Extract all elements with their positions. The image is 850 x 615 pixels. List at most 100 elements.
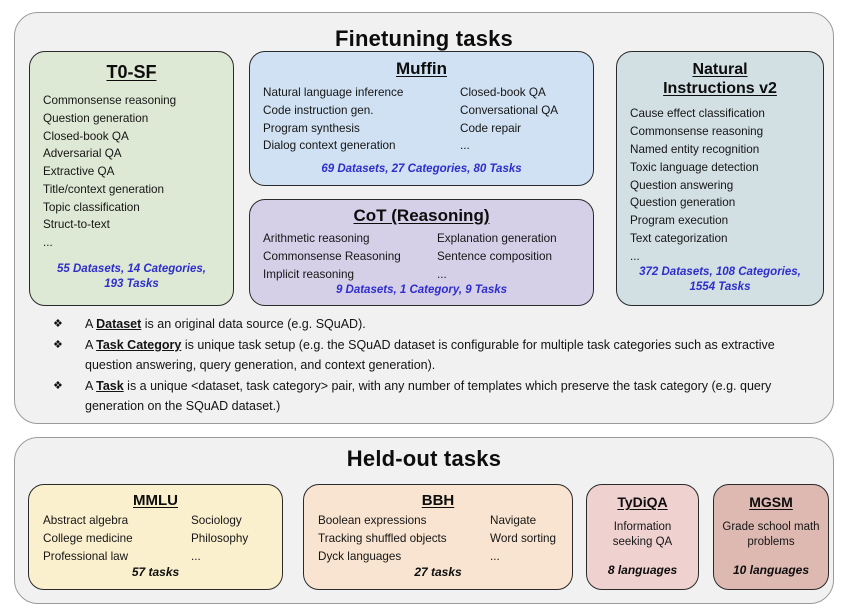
- task-item: Extractive QA: [43, 165, 115, 179]
- task-item: Closed-book QA: [460, 86, 546, 99]
- task-item: Closed-book QA: [43, 129, 129, 143]
- mmlu-title: MMLU: [133, 492, 178, 509]
- task-item: Sentence composition: [437, 249, 552, 263]
- task-item: ...: [43, 236, 53, 250]
- mgsm-stats: 10 languages: [732, 563, 810, 578]
- task-item: Named entity recognition: [630, 142, 760, 156]
- definitions-notes: ❖ A Dataset is an original data source (…: [27, 314, 823, 417]
- task-item: Program synthesis: [263, 121, 360, 135]
- task-item: Explanation generation: [437, 232, 557, 245]
- task-item: Toxic language detection: [630, 160, 759, 174]
- cot-stats: 9 Datasets, 1 Category, 9 Tasks: [335, 284, 508, 297]
- note-rest: is a unique <dataset, task category> pai…: [85, 379, 772, 413]
- niv2-stats: 372 Datasets, 108 Categories, 1554 Tasks: [639, 266, 801, 294]
- task-item: ...: [630, 249, 640, 263]
- diamond-bullet-icon: ❖: [53, 318, 63, 330]
- muffin-stats: 69 Datasets, 27 Categories, 80 Tasks: [321, 163, 522, 176]
- task-item: Conversational QA: [460, 103, 559, 117]
- finetuning-tasks-panel: Finetuning tasks T0-SF Commonsense reaso…: [14, 12, 834, 424]
- task-item: Word sorting: [490, 531, 557, 545]
- task-item: Commonsense reasoning: [630, 125, 764, 139]
- note-term: Dataset: [96, 317, 142, 331]
- task-item: Code repair: [460, 121, 522, 135]
- task-item: Topic classification: [43, 200, 140, 214]
- task-item: Boolean expressions: [318, 514, 427, 527]
- bbh-title: BBH: [421, 492, 455, 509]
- tydiqa-stats: 8 languages: [607, 563, 678, 578]
- note-term: Task Category: [96, 338, 182, 352]
- note-prefix: A: [85, 379, 97, 393]
- cot-title: CoT (Reasoning): [353, 206, 490, 225]
- niv2-title: Natural Instructions v2: [663, 61, 777, 98]
- task-item: College medicine: [43, 531, 133, 545]
- t0sf-stats: 55 Datasets, 14 Categories, 193 Tasks: [57, 263, 206, 291]
- task-item: ...: [460, 139, 470, 153]
- task-item: Navigate: [490, 514, 537, 527]
- task-item: Question generation: [630, 196, 736, 210]
- task-item: Dialog context generation: [263, 139, 396, 153]
- task-item: Struct-to-text: [43, 218, 110, 232]
- task-item: Adversarial QA: [43, 147, 122, 161]
- task-item: Commonsense Reasoning: [263, 249, 401, 263]
- t0sf-title: T0-SF: [106, 62, 157, 82]
- task-item: Title/context generation: [43, 182, 165, 196]
- bbh-stats: 27 tasks: [414, 565, 462, 580]
- note-rest: is unique task setup (e.g. the SQuAD dat…: [85, 338, 775, 372]
- note-term: Task: [96, 379, 124, 393]
- diamond-bullet-icon: ❖: [53, 339, 63, 351]
- mgsm-description: Grade school math problems: [722, 521, 820, 549]
- finetuning-tasks-title: Finetuning tasks: [335, 26, 513, 51]
- task-item: Natural language inference: [263, 86, 404, 99]
- note-prefix: A: [85, 317, 97, 331]
- task-box-mgsm: MGSM Grade school math problems 10 langu…: [713, 484, 829, 590]
- muffin-task-list-col2: Closed-book QA Conversational QA Code repa…: [460, 84, 558, 155]
- note-task: ❖ A Task is a unique <dataset, task cate…: [27, 376, 823, 416]
- mgsm-title: MGSM: [749, 494, 793, 510]
- task-item: Text categorization: [630, 231, 728, 245]
- task-item: ...: [437, 267, 447, 281]
- mmlu-stats: 57 tasks: [131, 565, 180, 580]
- note-dataset: ❖ A Dataset is an original data source (…: [27, 314, 823, 334]
- task-item: ...: [490, 549, 500, 563]
- task-item: Commonsense reasoning: [43, 94, 177, 107]
- task-item: Professional law: [43, 549, 129, 563]
- tydiqa-title: TyDiQA: [617, 494, 668, 510]
- task-item: Code instruction gen.: [263, 103, 374, 117]
- diamond-bullet-icon: ❖: [53, 380, 63, 392]
- task-box-niv2: Natural Instructions v2 Cause effect cla…: [616, 51, 824, 306]
- note-prefix: A: [85, 338, 97, 352]
- task-item: Sociology: [191, 514, 242, 527]
- note-rest: is an original data source (e.g. SQuAD).: [141, 317, 366, 331]
- heldout-tasks-title: Held-out tasks: [346, 446, 502, 471]
- task-item: ...: [191, 549, 201, 563]
- tydiqa-description: Information seeking QA: [612, 521, 673, 549]
- task-item: Abstract algebra: [43, 514, 129, 527]
- task-item: Arithmetic reasoning: [263, 232, 370, 245]
- task-item: Program execution: [630, 214, 729, 228]
- task-item: Question generation: [43, 111, 149, 125]
- task-item: Question answering: [630, 178, 734, 192]
- task-item: Implicit reasoning: [263, 267, 354, 281]
- task-item: Philosophy: [191, 531, 249, 545]
- muffin-title: Muffin: [396, 59, 447, 78]
- task-item: Cause effect classification: [630, 107, 765, 121]
- task-item: Tracking shuffled objects: [318, 531, 447, 545]
- task-box-tydiqa: TyDiQA Information seeking QA 8 language…: [586, 484, 699, 590]
- note-task-category: ❖ A Task Category is unique task setup (…: [27, 335, 823, 375]
